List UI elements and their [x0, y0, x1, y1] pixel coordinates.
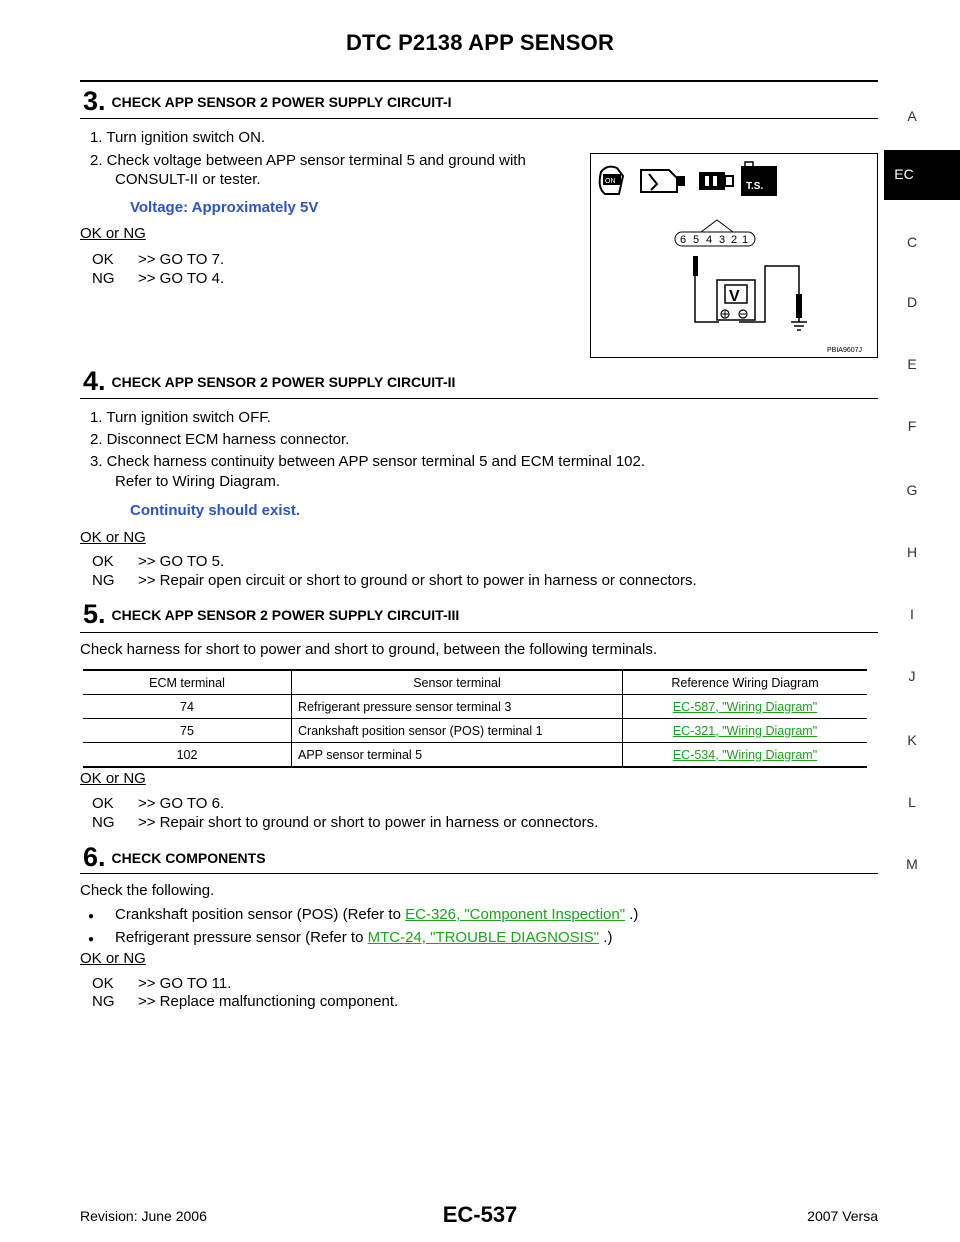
terminal-table: ECM terminal Sensor terminal Reference W…: [83, 669, 867, 768]
engine-icon: [640, 169, 685, 193]
section-5-ng-result: NG>> Repair short to ground or short to …: [92, 814, 599, 831]
table-cell: 102: [83, 742, 292, 768]
connector-pins: 6 5 4 3 2 1: [674, 231, 756, 247]
section-4-step-3-cont: Refer to Wiring Diagram.: [115, 473, 281, 490]
section-4-step-2: 2. Disconnect ECM harness connector.: [90, 431, 350, 448]
bullet-icon: ●: [88, 911, 95, 922]
section-4-step-3: 3. Check harness continuity between APP …: [90, 453, 646, 470]
table-row: 74 Refrigerant pressure sensor terminal …: [83, 694, 867, 719]
table-header-cell: ECM terminal: [83, 669, 292, 695]
sidebar-tab-c[interactable]: C: [906, 234, 918, 250]
section-3-number: 3.: [83, 86, 106, 116]
sidebar-tab-k[interactable]: K: [907, 732, 917, 748]
pin-3: 3: [719, 234, 725, 246]
section-4-spec: Continuity should exist.: [130, 502, 301, 519]
section-6-heading: 6. CHECK COMPONENTS: [83, 842, 266, 873]
table-header-cell: Reference Wiring Diagram: [622, 669, 867, 695]
wiring-diagram-link[interactable]: EC-587, "Wiring Diagram": [672, 699, 818, 714]
section-6-item-1: Crankshaft position sensor (POS) (Refer …: [115, 906, 639, 923]
section-6-ok-result: OK>> GO TO 11.: [92, 975, 232, 992]
section-3-title: CHECK APP SENSOR 2 POWER SUPPLY CIRCUIT-…: [111, 94, 452, 110]
section-5-rule: [80, 632, 878, 633]
section-4-number: 4.: [83, 366, 106, 396]
component-inspection-link[interactable]: EC-326, "Component Inspection": [405, 906, 626, 923]
voltmeter-label: V: [729, 288, 740, 305]
section-6-intro: Check the following.: [80, 882, 215, 899]
pin-1: 1: [742, 234, 748, 246]
table-row: 75 Crankshaft position sensor (POS) term…: [83, 718, 867, 743]
section-6-ok-or-ng: OK or NG: [80, 950, 146, 967]
section-6-item-2: Refrigerant pressure sensor (Refer to MT…: [115, 929, 613, 946]
sidebar-tab-m[interactable]: M: [906, 856, 918, 872]
table-cell: 75: [83, 718, 292, 743]
trouble-diagnosis-link[interactable]: MTC-24, "TROUBLE DIAGNOSIS": [367, 929, 600, 946]
table-cell: APP sensor terminal 5: [291, 742, 623, 768]
section-3-rule: [80, 118, 878, 119]
section-4-heading: 4. CHECK APP SENSOR 2 POWER SUPPLY CIRCUI…: [83, 366, 455, 397]
wiring-diagram-link[interactable]: EC-321, "Wiring Diagram": [672, 723, 818, 738]
pin-4: 4: [706, 234, 712, 246]
sidebar-tab-f[interactable]: F: [907, 418, 917, 434]
section-6-number: 6.: [83, 842, 106, 872]
page-title: DTC P2138 APP SENSOR: [345, 30, 615, 55]
section-4-step-1: 1. Turn ignition switch OFF.: [90, 409, 271, 426]
section-4-ok-or-ng: OK or NG: [80, 529, 146, 546]
section-5-ok-or-ng: OK or NG: [80, 770, 146, 787]
wiring-diagram-link[interactable]: EC-534, "Wiring Diagram": [672, 747, 818, 762]
header-rule: [80, 80, 878, 82]
tester-label: T.S.: [746, 181, 763, 192]
sidebar-tab-e[interactable]: E: [907, 356, 917, 372]
diagram-code: PBIA9607J: [827, 347, 862, 354]
section-3-step-2: 2. Check voltage between APP sensor term…: [90, 152, 526, 169]
section-4-title: CHECK APP SENSOR 2 POWER SUPPLY CIRCUIT-…: [111, 374, 456, 390]
ignition-on-label: ON: [605, 178, 616, 185]
footer-revision: Revision: June 2006: [80, 1208, 207, 1224]
sidebar-tab-active[interactable]: EC: [884, 150, 960, 200]
section-4-ng-result: NG>> Repair open circuit or short to gro…: [92, 572, 697, 589]
table-header-row: ECM terminal Sensor terminal Reference W…: [83, 669, 867, 695]
table-row: 102 APP sensor terminal 5 EC-534, "Wirin…: [83, 742, 867, 768]
section-3-ng-result: NG>> GO TO 4.: [92, 270, 225, 287]
diagram-drawing: ON T.S. 6 5 4 3 2 1: [598, 161, 862, 354]
ignition-on-icon: ON: [598, 165, 625, 195]
pin-5: 5: [693, 234, 699, 246]
bullet-icon: ●: [88, 934, 95, 945]
sidebar-tab-l[interactable]: L: [908, 794, 916, 810]
section-6-title: CHECK COMPONENTS: [111, 850, 266, 866]
connector-icon: [699, 172, 734, 190]
section-6-rule: [80, 873, 878, 874]
section-3-heading: 3. CHECK APP SENSOR 2 POWER SUPPLY CIRCUI…: [83, 86, 452, 117]
section-5-heading: 5. CHECK APP SENSOR 2 POWER SUPPLY CIRCUI…: [83, 599, 459, 630]
footer-model: 2007 Versa: [807, 1208, 878, 1224]
section-4-rule: [80, 398, 878, 399]
section-3-step-2-cont: CONSULT-II or tester.: [115, 171, 261, 188]
sidebar-tab-h[interactable]: H: [906, 544, 918, 560]
section-4-ok-result: OK>> GO TO 5.: [92, 553, 225, 570]
sidebar-tab-g[interactable]: G: [906, 482, 918, 498]
section-5-number: 5.: [83, 599, 106, 629]
section-3-ok-or-ng: OK or NG: [80, 225, 146, 242]
sidebar-tab-i[interactable]: I: [910, 606, 914, 622]
table-cell: 74: [83, 694, 292, 719]
section-5-title: CHECK APP SENSOR 2 POWER SUPPLY CIRCUIT-…: [111, 607, 460, 623]
sidebar-tab-j[interactable]: J: [908, 668, 916, 684]
section-3-ok-result: OK>> GO TO 7.: [92, 251, 225, 268]
section-5-intro: Check harness for short to power and sho…: [80, 641, 657, 658]
pin-6: 6: [680, 234, 686, 246]
footer-page-number: EC-537: [442, 1202, 518, 1227]
sidebar-tab-d[interactable]: D: [906, 294, 918, 310]
sidebar-tab-a[interactable]: A: [907, 108, 917, 124]
section-3-spec: Voltage: Approximately 5V: [130, 199, 319, 216]
tester-icon: T.S.: [741, 161, 777, 196]
section-6-ng-result: NG>> Replace malfunctioning component.: [92, 993, 399, 1010]
table-header-cell: Sensor terminal: [291, 669, 623, 695]
voltage-check-diagram: ON T.S. 6 5 4 3 2 1: [590, 153, 878, 358]
pin-2: 2: [731, 234, 737, 246]
table-cell: Crankshaft position sensor (POS) termina…: [291, 718, 623, 743]
sidebar-tab-label: EC: [894, 166, 914, 182]
table-cell: Refrigerant pressure sensor terminal 3: [291, 694, 623, 719]
section-5-ok-result: OK>> GO TO 6.: [92, 795, 225, 812]
voltmeter-icon: V: [716, 279, 756, 321]
section-3-step-1: 1. Turn ignition switch ON.: [90, 129, 266, 146]
